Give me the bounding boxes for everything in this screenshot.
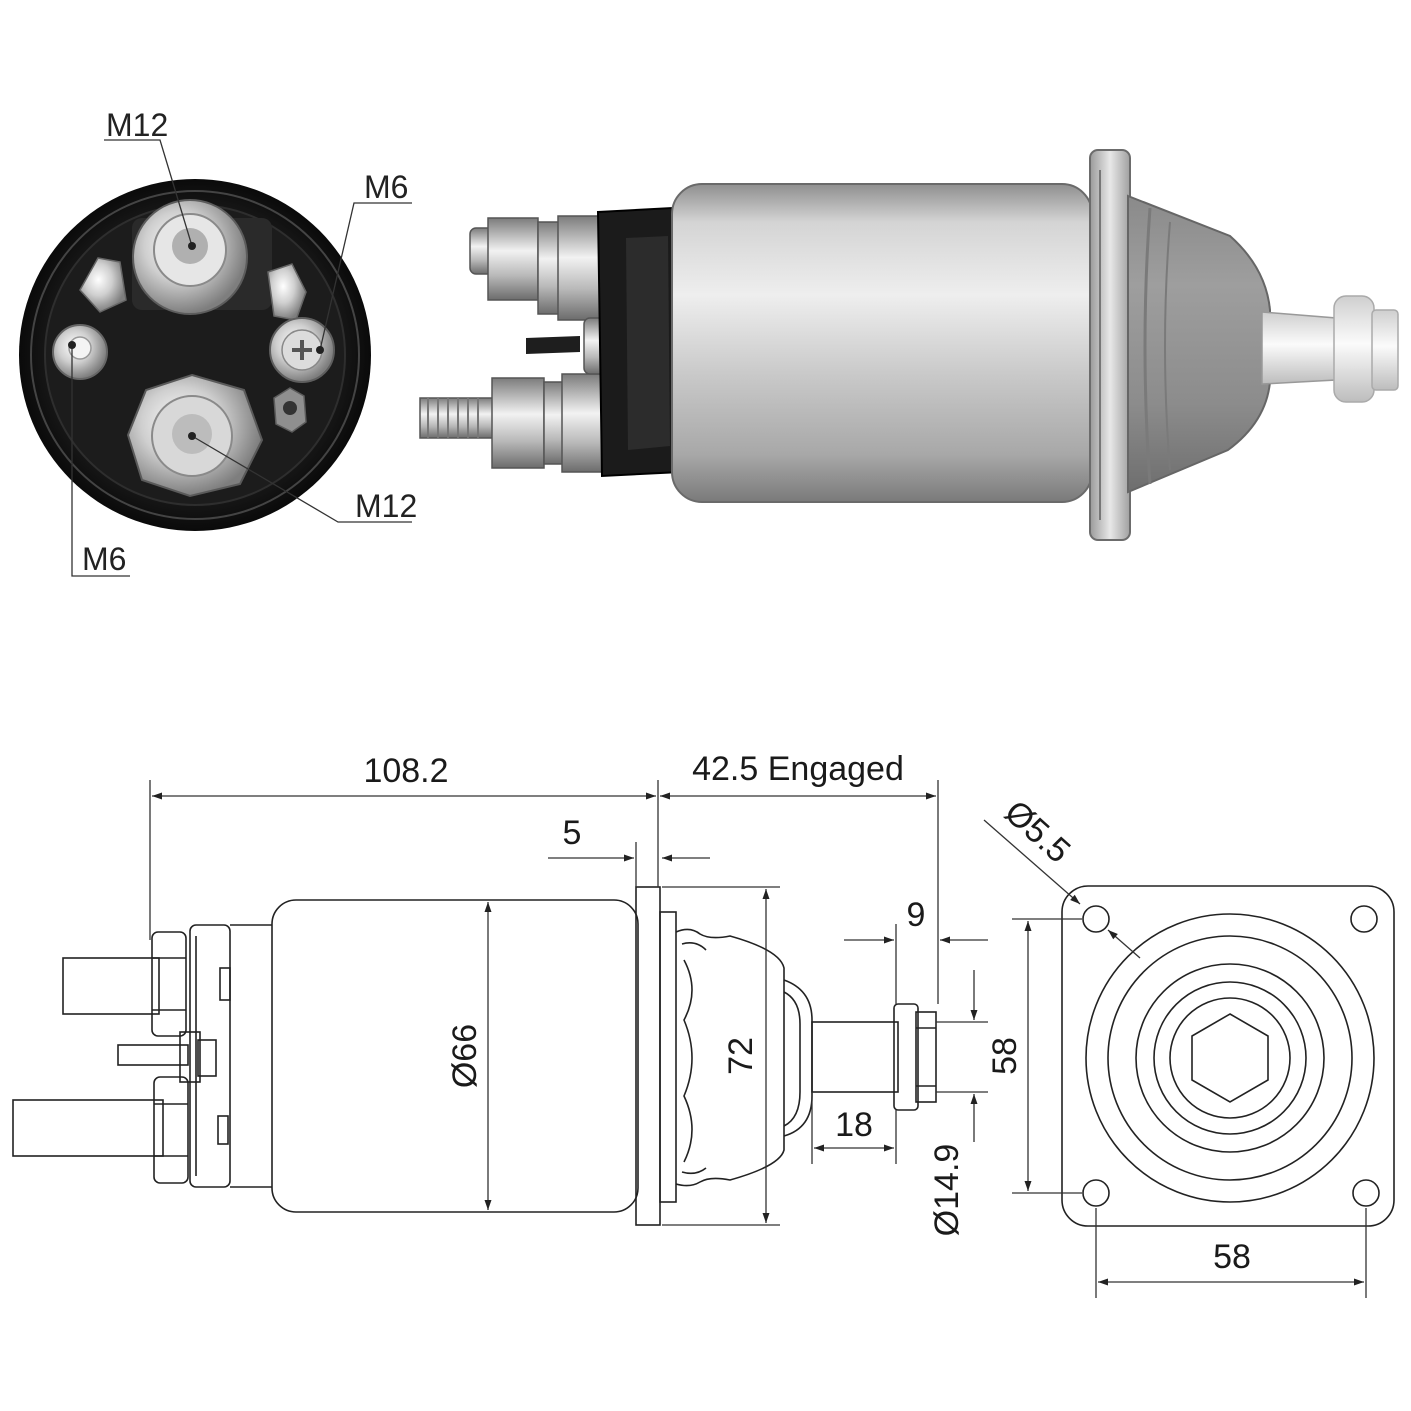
m6-left-terminal	[52, 324, 108, 380]
solenoid-body	[671, 183, 1093, 503]
dim-flange: 5	[563, 814, 582, 852]
label-m12-top: M12	[106, 107, 168, 143]
threaded-stud	[419, 397, 501, 439]
dim-plunger-diameter: Ø14.9	[928, 1144, 966, 1237]
label-m6-left: M6	[82, 541, 126, 577]
dim-plunger-length: 18	[835, 1106, 873, 1144]
dim-length: 108.2	[363, 752, 448, 790]
front-drawing: Ø5.5 58 58	[983, 793, 1395, 1298]
dim-boot-height: 72	[722, 1037, 760, 1075]
end-view-photo: M12 M6 M12 M6	[19, 107, 417, 577]
side-view-photo	[419, 149, 1399, 541]
plunger	[1261, 311, 1337, 385]
dim-hole-spacing-v: 58	[986, 1037, 1024, 1075]
dim-body-diameter: Ø66	[446, 1024, 484, 1088]
m6-right-terminal	[269, 317, 335, 383]
side-drawing: 108.2 42.5 Engaged 5 Ø66 72 9 18 Ø14.9	[12, 750, 988, 1237]
dim-hole-spacing-h: 58	[1213, 1238, 1251, 1276]
dim-engaged: 42.5 Engaged	[692, 750, 904, 788]
label-m6-right: M6	[364, 169, 408, 205]
hex-socket	[1191, 1013, 1269, 1103]
dim-tip-width: 9	[907, 896, 926, 934]
flange-plate	[1061, 885, 1395, 1227]
dim-hole-diameter: Ø5.5	[997, 793, 1077, 871]
label-m12-bottom: M12	[355, 488, 417, 524]
mounting-flange	[1089, 149, 1131, 541]
